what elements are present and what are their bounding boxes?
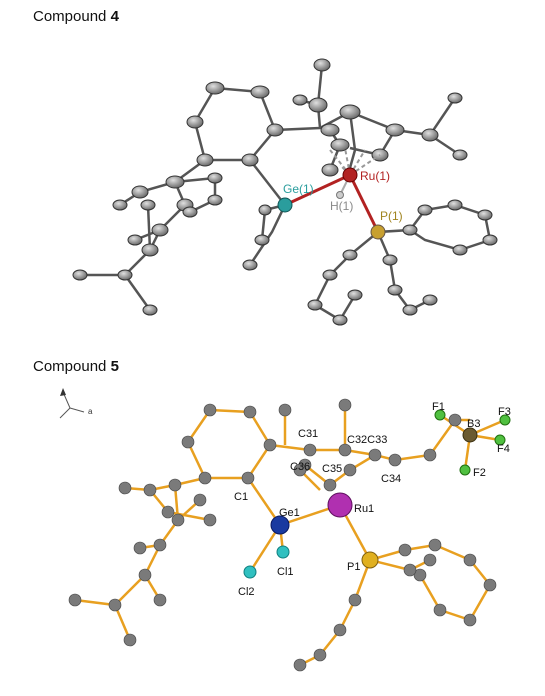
label-c36: C36 [290, 461, 310, 473]
ru1-atom [327, 492, 353, 518]
f2-atom [459, 464, 471, 476]
ge1-atom [277, 197, 293, 213]
compound-5-heading: Compound 5 [33, 358, 119, 375]
label-cl1: Cl1 [277, 566, 294, 578]
p1-atom [361, 551, 379, 569]
label-b3: B3 [467, 418, 480, 430]
compound-4-phenyl-atoms [307, 199, 498, 326]
ge-ru-bond [284, 173, 351, 207]
h1-atom [336, 191, 344, 199]
label-f4: F4 [497, 443, 510, 455]
ge1-atom [270, 515, 290, 535]
b3-atom [462, 427, 478, 443]
f1-atom [434, 409, 446, 421]
f4-atom [494, 434, 506, 446]
label-c35: C35 [322, 463, 342, 475]
label-f1: F1 [432, 401, 445, 413]
compound-4-structure: Ge(1) Ru(1) H(1) P(1) [72, 58, 498, 326]
axis-label-a: a [88, 407, 93, 416]
cl1-atom [276, 545, 290, 559]
label-c31: C31 [298, 428, 318, 440]
label-ru1: Ru(1) [360, 169, 390, 183]
label-ru1: Ru1 [354, 503, 374, 515]
label-p1: P(1) [380, 209, 403, 223]
compound-5-carbons [68, 398, 497, 672]
label-f3: F3 [498, 406, 511, 418]
label-c32c33: C32C33 [347, 434, 387, 446]
label-p1: P1 [347, 561, 360, 573]
ru-p-bond [348, 174, 380, 233]
label-ge1: Ge1 [279, 507, 300, 519]
compound-5-bonds [74, 405, 506, 667]
f3-atom [499, 414, 511, 426]
compound-5-labels: C31 C32C33 C36 C35 C34 C1 Ge1 Ru1 P1 Cl1… [234, 401, 511, 598]
label-c34: C34 [381, 473, 401, 485]
label-f2: F2 [473, 467, 486, 479]
label-c1: C1 [234, 491, 248, 503]
ru1-atom [342, 167, 358, 183]
label-ge1: Ge(1) [283, 182, 314, 196]
compound-4-heading: Compound 4 [33, 8, 119, 25]
label-h1: H(1) [330, 199, 353, 213]
compound-4-atoms [72, 58, 468, 316]
cl2-atom [243, 565, 257, 579]
label-cl2: Cl2 [238, 586, 255, 598]
p1-atom [370, 224, 386, 240]
axis-indicator [59, 388, 85, 419]
